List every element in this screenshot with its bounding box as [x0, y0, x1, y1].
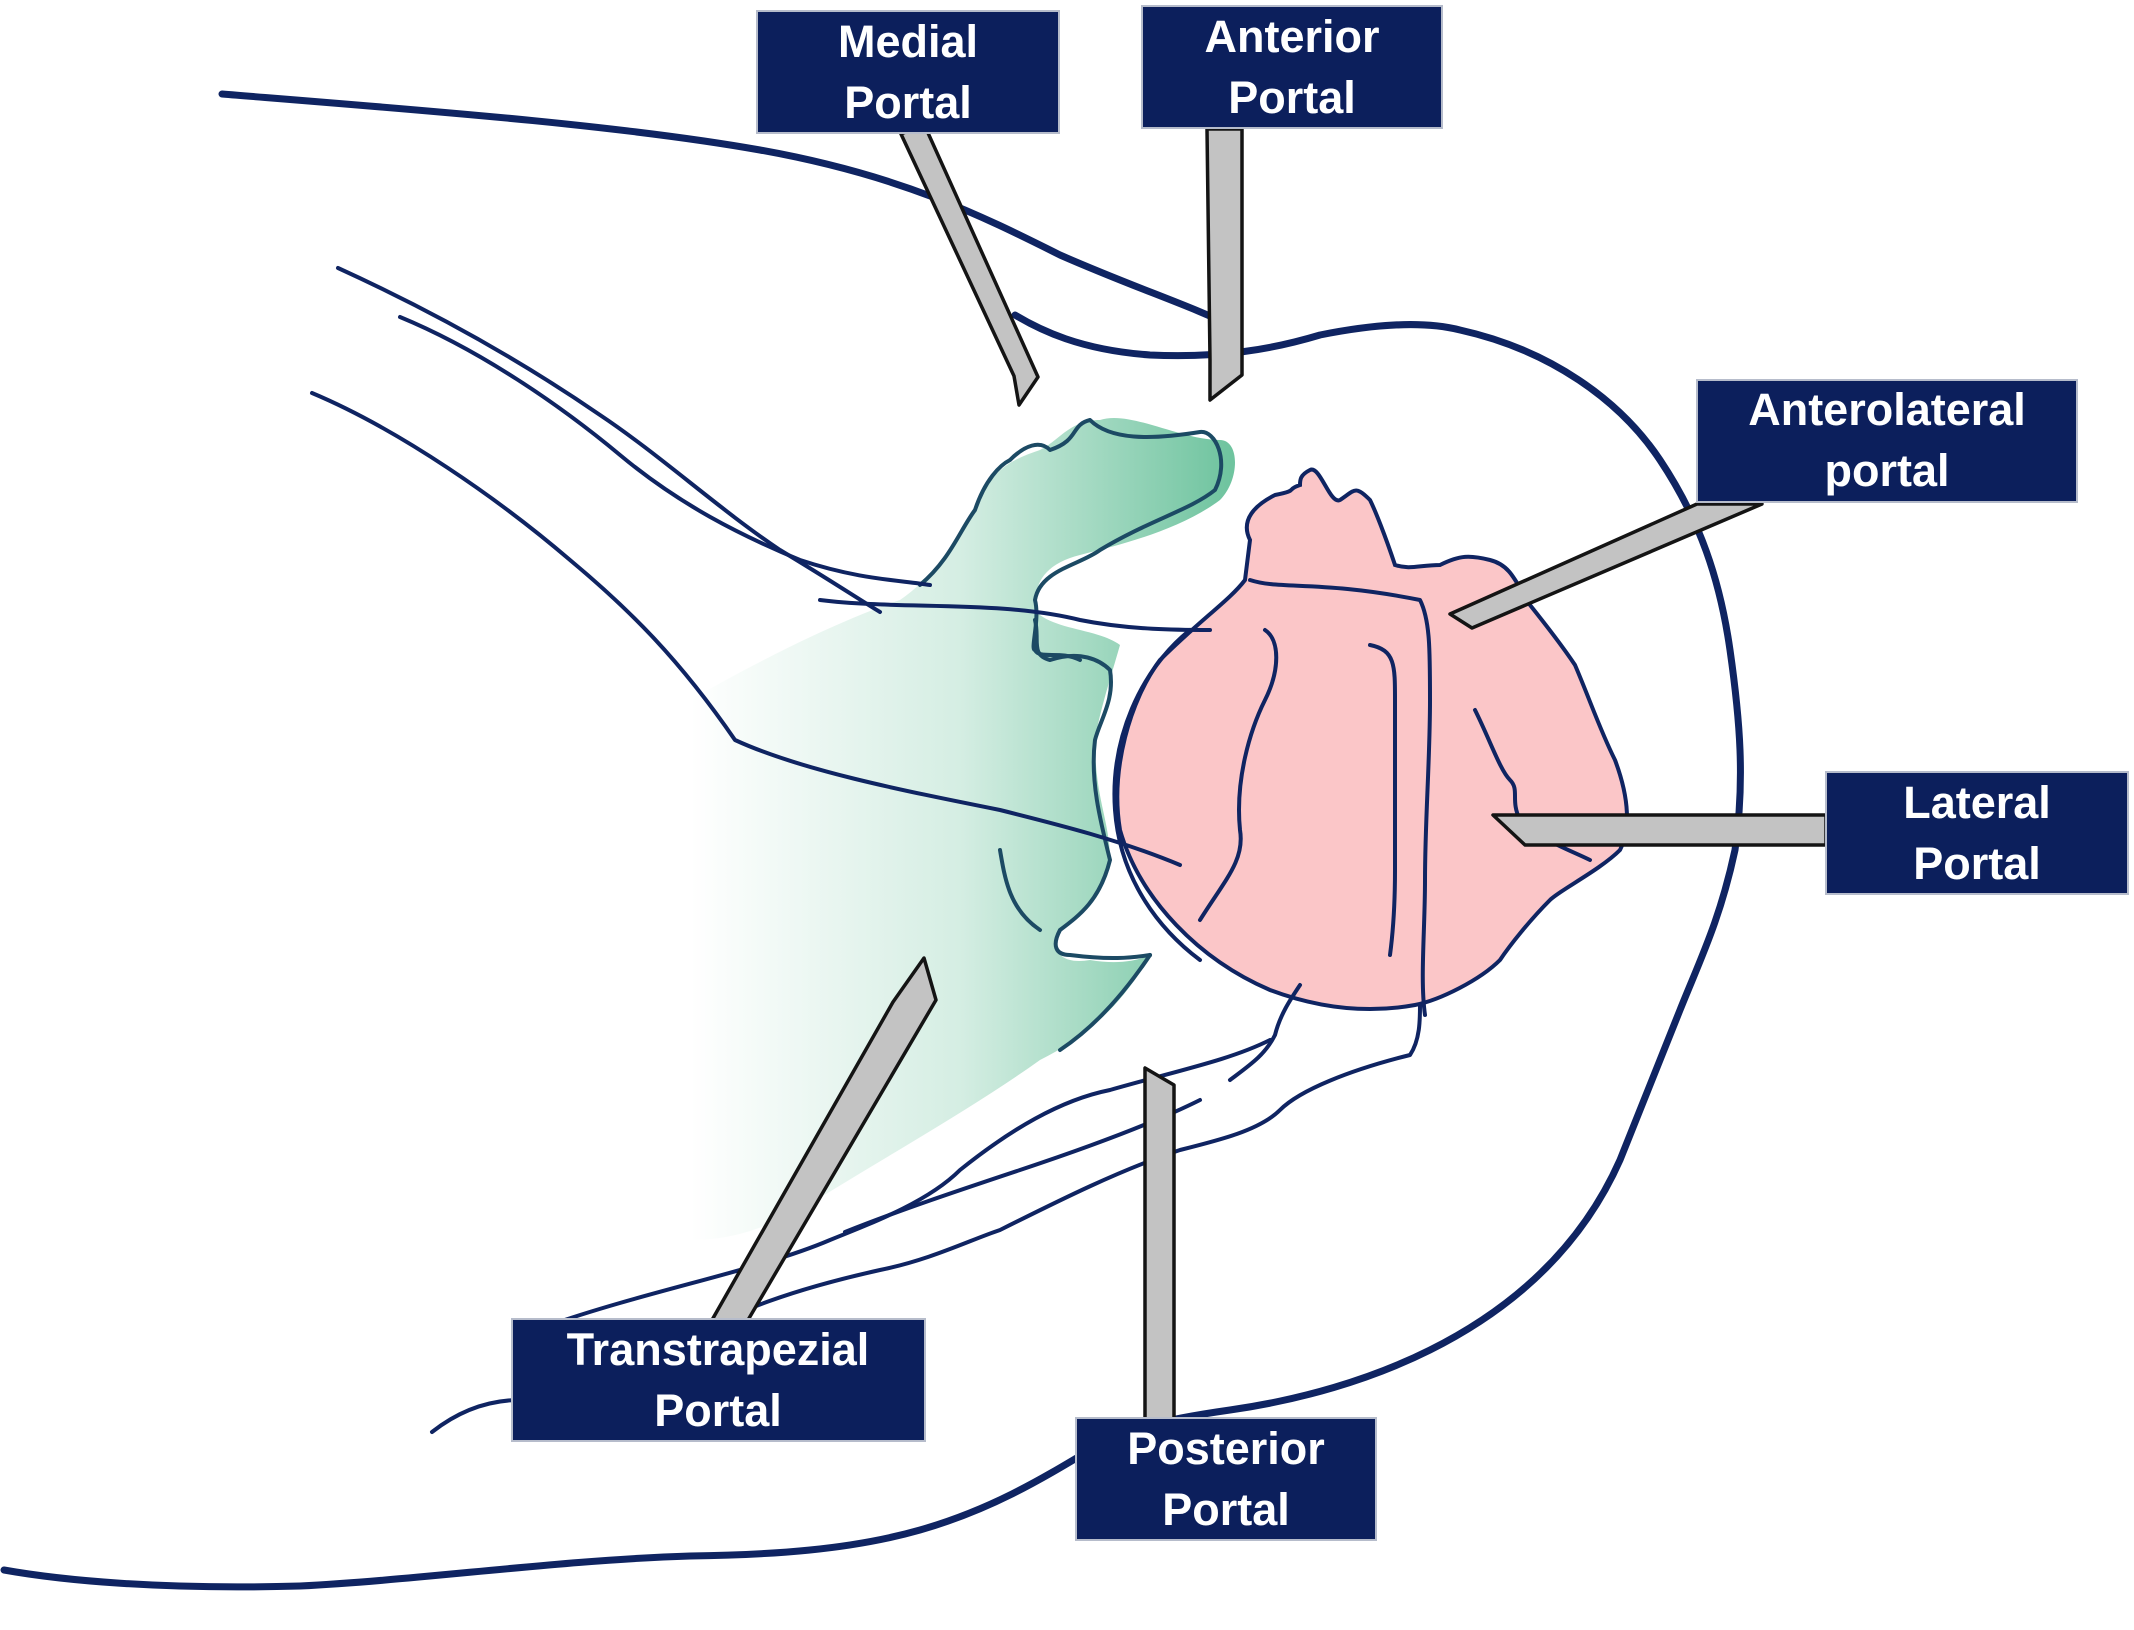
glenoid-outline [1033, 618, 1152, 961]
clavicle-line [818, 598, 1212, 632]
bicipital-groove-line [1368, 643, 1398, 957]
humeral-head-circle-arc [1112, 628, 1202, 962]
coracoid-outline [918, 418, 1224, 662]
lateral-portal-needle [1491, 813, 1828, 847]
posterior-portal-needle [1143, 1066, 1176, 1422]
anatomical-neck-line [1228, 983, 1302, 1082]
medial-portal-label-line1: Medial [838, 16, 978, 67]
anterior-portal-label: Anterior Portal [1141, 5, 1443, 129]
anterior-portal-needle [1205, 127, 1244, 402]
neck-line-middle [398, 315, 932, 587]
medial-portal-needle [899, 122, 1040, 407]
medial-portal-label-line2: Portal [844, 77, 972, 128]
greater-tuberosity-line [1248, 578, 1432, 1017]
scapula-edge [998, 848, 1042, 932]
medial-portal-label: Medial Portal [756, 10, 1060, 134]
anterior-portal-label-line2: Portal [1228, 72, 1356, 123]
lateral-portal-label-line2: Portal [1913, 838, 2041, 889]
upper-trunk-outline [218, 90, 1244, 334]
anterolateral-portal-label-line1: Anterolateral [1748, 384, 2026, 435]
posterior-portal-label-line2: Portal [1162, 1484, 1290, 1535]
transtrapezial-portal-label-line1: Transtrapezial [567, 1324, 870, 1375]
lateral-portal-label: Lateral Portal [1825, 771, 2129, 895]
transtrapezial-portal-label: Transtrapezial Portal [511, 1318, 926, 1442]
neck-line-upper [336, 266, 882, 614]
lateral-portal-label-line1: Lateral [1903, 777, 2051, 828]
humeral-head [1115, 467, 1629, 1011]
posterior-portal-label-line1: Posterior [1127, 1423, 1325, 1474]
anterolateral-portal-label-line2: portal [1824, 445, 1949, 496]
posterior-portal-label: Posterior Portal [1075, 1417, 1377, 1541]
transtrapezial-portal-label-line2: Portal [654, 1385, 782, 1436]
trapezius-line [310, 391, 1182, 867]
scapula-region [690, 417, 1235, 1240]
anterior-portal-label-line1: Anterior [1204, 11, 1379, 62]
anterolateral-portal-needle [1448, 502, 1764, 630]
shoulder-skin-outline [0, 311, 1744, 1591]
scapula-neck-line [1058, 953, 1152, 1052]
lesser-tuberosity-line [1198, 628, 1279, 922]
anterolateral-portal-label: Anterolateral portal [1696, 379, 2078, 503]
